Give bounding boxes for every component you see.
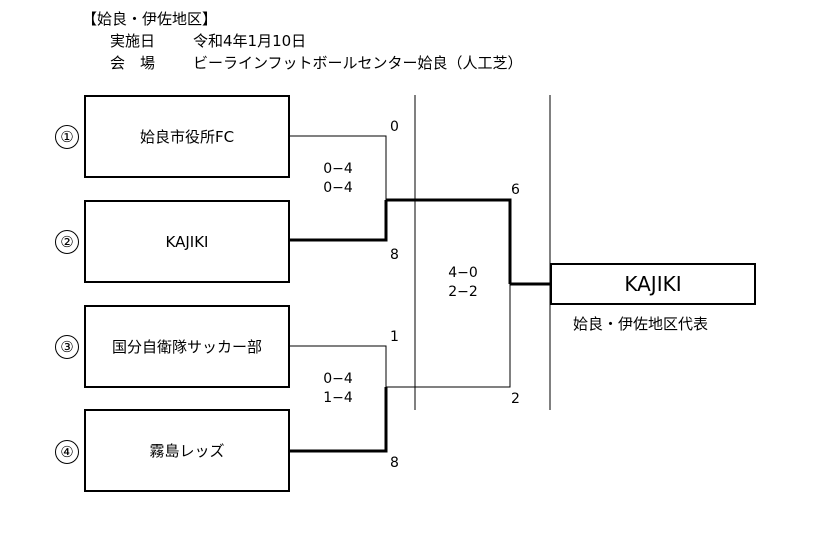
final-loser-line — [386, 284, 511, 388]
semi1-first-half: 0−4 — [323, 161, 353, 177]
team-box-1: 姶良市役所FC — [84, 95, 290, 178]
final-half-scores: 4−0 2−2 — [441, 264, 485, 302]
winner-caption: 姶良・伊佐地区代表 — [573, 315, 709, 333]
semi2-half-scores: 0−4 1−4 — [316, 370, 360, 408]
team-box-4: 霧島レッズ — [84, 409, 290, 492]
semi1-second-half: 0−4 — [323, 180, 353, 196]
final-bottom-score: 2 — [511, 391, 520, 407]
winner-name: KAJIKI — [624, 272, 682, 296]
semi2-loser-line — [290, 345, 387, 387]
semi2-second-half: 1−4 — [323, 390, 353, 406]
semi2-bottom-score: 8 — [390, 455, 399, 471]
final-winner-line — [386, 198, 512, 284]
semi2-first-half: 0−4 — [323, 371, 353, 387]
venue-value: ビーラインフットボールセンター姶良（人工芝） — [193, 54, 523, 72]
semi2-winner-line — [290, 387, 388, 453]
seed-2: ② — [55, 230, 79, 254]
venue-label: 会 場 — [110, 54, 156, 72]
final-first-half: 4−0 — [448, 265, 478, 281]
team-name-1: 姶良市役所FC — [139, 128, 235, 146]
final-second-half: 2−2 — [448, 284, 478, 300]
bracket-title: 【姶良・伊佐地区】 — [82, 10, 218, 28]
semi2-top-score: 1 — [390, 329, 399, 345]
team-box-2: KAJIKI — [84, 200, 290, 283]
semi1-top-score: 0 — [390, 119, 399, 135]
semi1-loser-line — [290, 135, 387, 200]
date-value: 令和4年1月10日 — [193, 32, 307, 50]
team-name-2: KAJIKI — [165, 232, 209, 251]
team-box-3: 国分自衛隊サッカー部 — [84, 305, 290, 388]
semi1-bottom-score: 8 — [390, 247, 399, 263]
seed-3: ③ — [55, 335, 79, 359]
team-name-4: 霧島レッズ — [149, 442, 225, 460]
date-label: 実施日 — [110, 32, 156, 50]
seed-1: ① — [55, 125, 79, 149]
semi1-half-scores: 0−4 0−4 — [316, 160, 360, 198]
winner-box: KAJIKI — [550, 263, 756, 305]
team-name-3: 国分自衛隊サッカー部 — [111, 338, 262, 356]
semi1-winner-line — [290, 200, 388, 242]
seed-4: ④ — [55, 440, 79, 464]
final-top-score: 6 — [511, 182, 520, 198]
